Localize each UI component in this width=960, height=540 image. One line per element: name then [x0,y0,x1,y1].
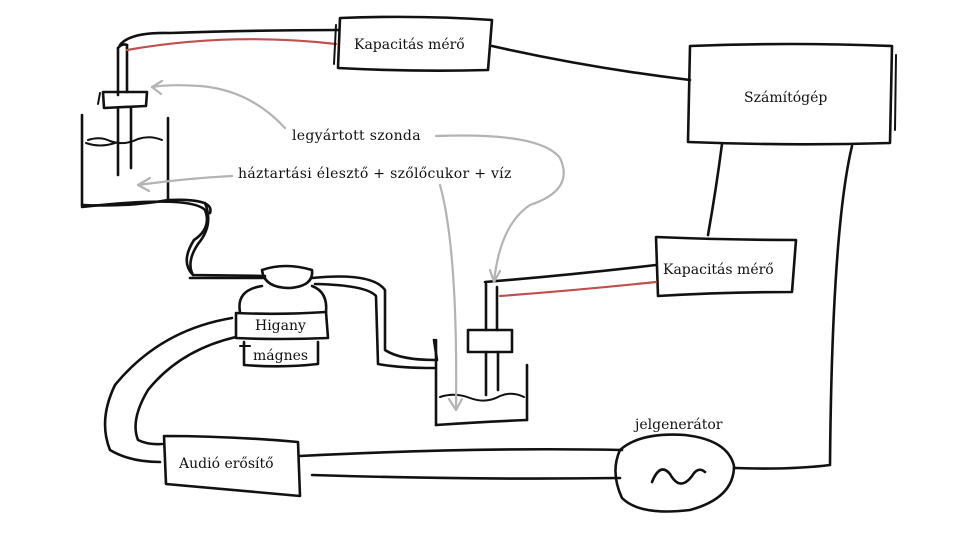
mixture-pointer-right [438,183,458,412]
signal-generator-label: jelgenerátor [633,417,723,433]
wire-meter-to-computer [490,44,692,82]
wire-magnet-to-amp-outer [103,316,234,464]
audio-amplifier-box [162,434,302,498]
capacitance-meter-top-box [333,15,494,72]
capacitance-meter-right-box [654,235,798,298]
pointer-arrows [136,79,565,412]
mercury-label: Higany [255,318,306,334]
wire-computer-to-generator [733,144,854,470]
capacitance-meter-right-label: Kapacitás mérő [663,262,774,278]
wire-magnet-to-amp-inner [134,335,238,446]
probe-label: legyártott szonda [292,128,421,144]
connecting-tube [80,198,437,370]
probe-pointer-right [434,134,565,284]
computer-box [686,42,897,146]
sine-wave-icon [650,468,707,485]
probe-pointer-left [150,84,287,130]
wire-meter-right-upper [483,263,658,284]
audio-amplifier-label: Audió erősítő [178,456,274,472]
probe-wire-right [498,280,658,298]
mixture-pointer-left [136,174,234,187]
magnet-label: mágnes [253,348,308,364]
right-probe [466,282,514,397]
mercury-magnet-cell [234,264,330,368]
wire-amp-to-generator-lower [310,473,622,480]
right-vessel [432,338,529,427]
left-vessel [80,113,170,207]
left-probe [97,43,149,177]
wire-amp-to-generator [298,447,624,458]
probe-wire-left [125,38,338,52]
wire-computer-to-meter [706,142,724,237]
signal-generator [614,433,736,513]
mixture-label: háztartási élesztő + szőlőcukor + víz [238,166,512,182]
capacitance-meter-top-label: Kapacitás mérő [354,37,465,53]
computer-label: Számítógép [744,90,827,106]
wire-probe-top [118,28,340,47]
